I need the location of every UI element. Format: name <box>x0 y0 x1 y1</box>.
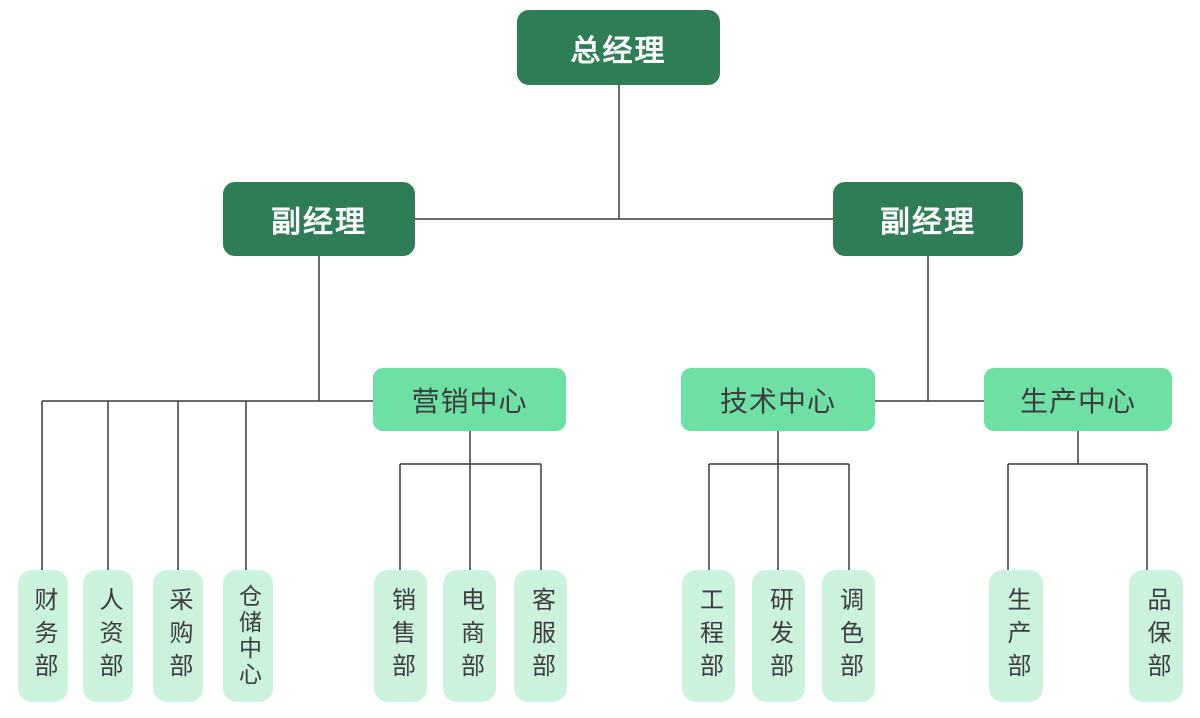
node-label: 销售部 <box>387 586 415 686</box>
node-engineering-dept: 工程部 <box>682 570 735 702</box>
node-technology-center: 技术中心 <box>681 368 875 431</box>
node-label: 总经理 <box>570 34 667 68</box>
node-ecommerce-dept: 电商部 <box>443 570 496 702</box>
node-rnd-dept: 研发部 <box>752 570 805 702</box>
node-deputy-manager-left: 副经理 <box>223 182 415 256</box>
node-label: 生产中心 <box>1019 385 1136 417</box>
node-warehouse-center: 仓储中心 <box>223 570 273 702</box>
node-color-matching-dept: 调色部 <box>822 570 875 702</box>
node-label: 仓储中心 <box>235 584 262 688</box>
node-sales-dept: 销售部 <box>374 570 427 702</box>
node-quality-assurance-dept: 品保部 <box>1129 570 1183 702</box>
node-label: 客服部 <box>527 586 555 686</box>
node-label: 电商部 <box>456 586 484 686</box>
node-marketing-center: 营销中心 <box>373 368 566 431</box>
node-label: 人资部 <box>95 586 122 686</box>
node-label: 副经理 <box>271 206 367 239</box>
node-label: 财务部 <box>30 586 57 686</box>
node-label: 副经理 <box>880 206 976 239</box>
node-production-dept: 生产部 <box>989 570 1043 702</box>
node-label: 调色部 <box>835 586 863 686</box>
node-label: 采购部 <box>165 586 192 686</box>
node-production-center: 生产中心 <box>984 368 1172 431</box>
node-hr-dept: 人资部 <box>83 570 133 702</box>
node-finance-dept: 财务部 <box>18 570 68 702</box>
node-general-manager: 总经理 <box>517 10 720 85</box>
node-purchasing-dept: 采购部 <box>153 570 203 702</box>
node-deputy-manager-right: 副经理 <box>833 182 1023 256</box>
node-label: 生产部 <box>1003 586 1030 686</box>
node-label: 技术中心 <box>719 385 836 417</box>
node-label: 研发部 <box>765 586 793 686</box>
node-label: 营销中心 <box>411 385 528 417</box>
node-customer-service-dept: 客服部 <box>514 570 567 702</box>
node-label: 工程部 <box>695 586 723 686</box>
node-label: 品保部 <box>1143 586 1170 686</box>
